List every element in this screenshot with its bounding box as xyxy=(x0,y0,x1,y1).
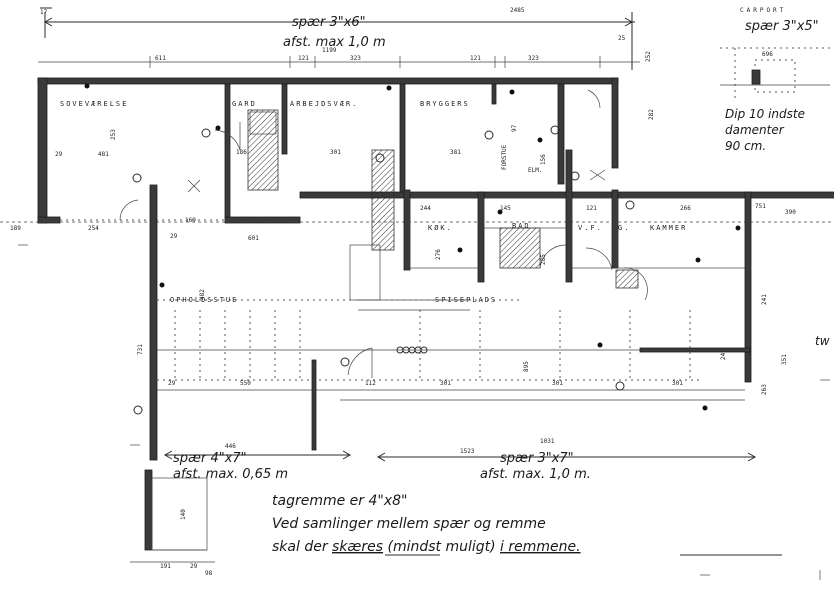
dim-482: 482 xyxy=(199,289,206,300)
dim-241-b: 241 xyxy=(720,349,727,360)
construction-notes: tagremme er 4"x8" Ved samlinger mellem s… xyxy=(272,493,782,556)
dim-895: 895 xyxy=(523,361,530,372)
room-sovevaerelse: SOVEVÆRELSE xyxy=(60,100,128,108)
dim-191: 191 xyxy=(160,563,171,570)
dim-25: 25 xyxy=(618,35,626,42)
dim-1199: 1199 xyxy=(322,47,337,54)
dim-254: 254 xyxy=(88,225,99,232)
dim-731: 731 xyxy=(137,344,144,355)
dim-266: 266 xyxy=(680,205,691,212)
top-spacing-label: afst. max 1,0 m xyxy=(283,35,386,50)
carport-dim-696: 696 xyxy=(762,51,773,58)
wing-bottom-dims: 189 254 601 29 169 390 751 xyxy=(0,203,834,242)
left-rafter-label: spær 4"x7" xyxy=(173,451,247,466)
dim-276: 276 xyxy=(435,249,442,260)
room-gard: GARD xyxy=(232,100,257,108)
dim-244: 244 xyxy=(420,205,431,212)
dip-note-line3: 90 cm. xyxy=(725,139,766,153)
dim-301-a: 301 xyxy=(330,149,341,156)
carport-title: CARPORT xyxy=(740,7,786,14)
dim-282: 282 xyxy=(648,109,655,120)
dim-98: 98 xyxy=(205,570,213,577)
dim-446: 446 xyxy=(225,443,236,450)
dim-169: 169 xyxy=(185,217,196,224)
dim-285: 285 xyxy=(540,254,547,265)
dim-323-a: 323 xyxy=(350,55,361,62)
living-area: OPHOLDSSTUE SPISEPLADS 482 895 550 112 3… xyxy=(133,184,830,461)
dim-29-a: 29 xyxy=(55,151,63,158)
room-forstue: FORSTUE xyxy=(501,144,508,170)
dim-390: 390 xyxy=(785,209,796,216)
dim-156: 156 xyxy=(540,154,547,165)
carport-rafter-label: spær 3"x5" xyxy=(745,19,819,34)
dim-301-d: 301 xyxy=(672,380,683,387)
dim-121-c: 121 xyxy=(586,205,597,212)
dim-351: 351 xyxy=(781,354,788,365)
dim-323-b: 323 xyxy=(528,55,539,62)
dim-97: 97 xyxy=(511,124,518,132)
dim-263: 263 xyxy=(761,384,768,395)
top-total-dim: 2485 xyxy=(510,7,525,14)
join-note-line1: Ved samlinger mellem spær og remme xyxy=(272,516,546,532)
top-rafter-label: spær 3"x6" xyxy=(292,15,366,30)
lower-dimension-band: 446 1523 1031 spær 4"x7" afst. max. 0,65… xyxy=(163,438,757,482)
dim-121-b: 121 xyxy=(470,55,481,62)
dim-301-c: 301 xyxy=(552,380,563,387)
dim-145: 145 xyxy=(500,205,511,212)
dim-17: 17 xyxy=(40,9,48,16)
ridge-note: tagremme er 4"x8" xyxy=(272,493,407,509)
dim-29-b: 29 xyxy=(170,233,178,240)
dim-550: 550 xyxy=(240,380,251,387)
central-core: KØK. BAD V.F. G. KAMMER 244 145 121 266 … xyxy=(187,149,834,395)
dim-252: 252 xyxy=(645,51,652,62)
room-bad: BAD xyxy=(512,222,531,230)
dim-381: 381 xyxy=(450,149,461,156)
north-wing: SOVEVÆRELSE GARD ARBEJDSVÆR. BRYGGERS 29… xyxy=(37,77,619,224)
carport-detail: CARPORT spær 3"x5" 696 Dip 10 indste dam… xyxy=(720,7,834,153)
right-rafter-label: spær 3"x7" xyxy=(500,451,574,466)
left-spacing-label: afst. max. 0,65 m xyxy=(173,467,288,482)
dim-253: 253 xyxy=(110,129,117,140)
dim-29-c: 29 xyxy=(168,380,176,387)
side-fragment: tw xyxy=(815,334,830,348)
room-bryggers: BRYGGERS xyxy=(420,100,470,108)
dip-note-line2: damenter xyxy=(725,123,785,137)
room-kammer: KAMMER xyxy=(650,224,687,232)
dim-611: 611 xyxy=(155,55,166,62)
room-elm: ELM. xyxy=(528,167,542,174)
room-spiseplads: SPISEPLADS xyxy=(435,296,497,304)
room-opholdsstue: OPHOLDSSTUE xyxy=(170,296,238,304)
room-vf: V.F. xyxy=(578,224,603,232)
dim-241-a: 241 xyxy=(761,294,768,305)
dim-1031: 1031 xyxy=(540,438,555,445)
dim-601: 601 xyxy=(248,235,259,242)
room-g: G. xyxy=(618,224,630,232)
room-arbejdsvaer: ARBEJDSVÆR. xyxy=(290,100,358,108)
dim-29-d: 29 xyxy=(190,563,198,570)
right-spacing-label: afst. max. 1,0 m. xyxy=(480,467,591,482)
dim-189: 189 xyxy=(10,225,21,232)
join-note-line2: skal der skæres (mindst muligt) i remmen… xyxy=(272,539,581,555)
dim-481: 481 xyxy=(98,151,109,158)
dim-1523: 1523 xyxy=(460,448,475,455)
dim-751: 751 xyxy=(755,203,766,210)
construction-marks xyxy=(18,244,830,580)
dim-112: 112 xyxy=(365,380,376,387)
dim-301-b: 301 xyxy=(440,380,451,387)
dim-140: 140 xyxy=(180,509,187,520)
dip-note-line1: Dip 10 indste xyxy=(725,107,805,121)
top-dimension: spær 3"x6" afst. max 1,0 m 2485 25 17 xyxy=(40,7,635,70)
bottom-annex: 140 191 29 98 xyxy=(130,469,215,577)
dim-121-a: 121 xyxy=(298,55,309,62)
dim-186: 186 xyxy=(236,149,247,156)
second-dimension-row: 611 121 323 121 323 1199 252 282 xyxy=(38,47,655,120)
room-kok: KØK. xyxy=(428,224,453,232)
